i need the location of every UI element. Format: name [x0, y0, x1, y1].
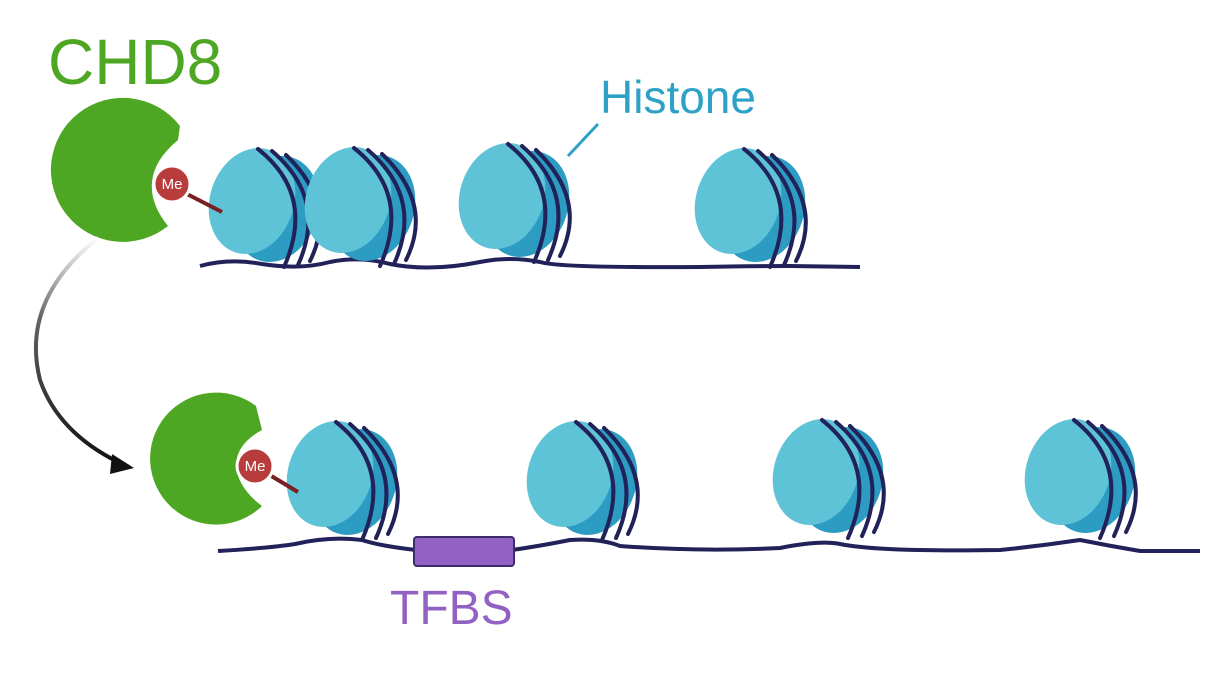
svg-text:Me: Me: [245, 458, 266, 475]
histone-pointer-line: [566, 122, 600, 158]
chd8-label: CHD8: [48, 26, 223, 98]
dna-strand-bottom: [217, 536, 1200, 553]
chd8-protein-icon: [50, 97, 180, 242]
arrow-head-icon: [110, 454, 134, 474]
histone-label: Histone: [600, 71, 756, 123]
methyl-icon: Me: [235, 446, 275, 486]
chd8-protein-icon: [150, 392, 262, 525]
histone-icon: [271, 407, 413, 549]
tfbs-label: TFBS: [390, 582, 513, 635]
curved-arrow-icon: [33, 236, 119, 464]
tfbs-box: [413, 536, 515, 567]
histone-icon: [679, 134, 821, 276]
methyl-tether-bottom: [266, 472, 300, 494]
histone-icon: [443, 129, 585, 271]
histone-icon: [511, 407, 653, 549]
svg-text:Me: Me: [162, 176, 183, 193]
histone-icon: [1009, 405, 1151, 547]
methyl-icon: Me: [152, 164, 192, 204]
methyl-tether-top: [184, 191, 223, 214]
histone-icon: [757, 405, 899, 547]
